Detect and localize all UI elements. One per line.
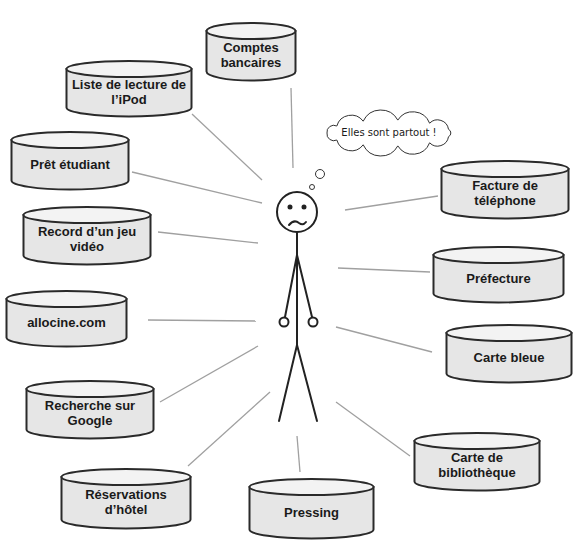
thought-bubble: [316, 170, 325, 179]
thought-bubble: [310, 185, 315, 190]
cylinder-top: [415, 433, 540, 449]
leg: [279, 345, 297, 421]
leader-line: [336, 402, 410, 456]
leader-line: [188, 392, 270, 466]
hand: [280, 318, 289, 327]
database-cylinder: Facture de téléphone: [440, 160, 570, 220]
node-label: Comptes bancaires: [211, 40, 291, 70]
thought-cloud: Elles sont partout !: [318, 112, 460, 154]
text-holder: Recherche sur Google: [31, 392, 149, 434]
cloud-outline: [327, 110, 451, 156]
text-holder: Liste de lecture de l’iPod: [71, 72, 187, 112]
text-holder: Carte bleue: [451, 336, 567, 378]
node-label: Réservations d’hôtel: [66, 487, 186, 517]
node-label: Liste de lecture de l’iPod: [71, 77, 187, 107]
node-label: Préfecture: [466, 271, 530, 286]
database-cylinder: allocine.com: [5, 290, 128, 348]
cylinder-top: [24, 207, 151, 223]
leader-line: [148, 320, 256, 321]
cylinder-top: [12, 132, 129, 148]
hand: [309, 318, 318, 327]
eye: [303, 206, 306, 209]
node-label: Pressing: [284, 505, 339, 520]
cylinder-top: [7, 291, 127, 307]
text-holder: Prêt étudiant: [16, 143, 124, 185]
node-label: Elles sont partout !: [341, 127, 436, 139]
text-holder: Préfecture: [438, 258, 559, 298]
eye: [289, 206, 292, 209]
database-cylinder: Prêt étudiant: [10, 131, 130, 191]
database-cylinder: Recherche sur Google: [25, 380, 155, 440]
text-holder: Elles sont partout !: [330, 116, 448, 150]
cylinder-top: [434, 247, 564, 263]
node-label: Recherche sur Google: [31, 398, 149, 428]
leader-line: [297, 436, 300, 472]
text-holder: Carte de bibliothèque: [419, 444, 535, 486]
database-cylinder: Carte bleue: [445, 324, 573, 384]
leg: [297, 345, 317, 421]
cylinder-top: [447, 325, 572, 341]
body: [296, 232, 298, 345]
text-holder: Réservations d’hôtel: [66, 480, 186, 524]
leader-line: [132, 172, 262, 203]
mouth: [289, 221, 306, 225]
thought-bubbles: [310, 170, 325, 190]
database-cylinder: Record d’un jeu vidéo: [22, 206, 152, 266]
cylinder-top: [62, 469, 191, 485]
arm: [297, 255, 312, 317]
leader-line: [158, 232, 258, 243]
node-label: Prêt étudiant: [30, 157, 109, 172]
leader-line: [291, 88, 293, 168]
text-holder: Facture de téléphone: [446, 172, 564, 214]
database-cylinder: Comptes bancaires: [205, 22, 297, 82]
node-label: Carte bleue: [474, 350, 545, 365]
cylinder-top: [27, 381, 154, 397]
stick-figure: [277, 192, 318, 421]
cylinder-top: [250, 479, 374, 495]
leader-line: [192, 114, 262, 180]
node-label: Facture de téléphone: [446, 178, 564, 208]
text-holder: allocine.com: [11, 302, 122, 342]
text-holder: Pressing: [254, 490, 369, 534]
database-cylinder: Pressing: [248, 478, 375, 540]
node-label: allocine.com: [27, 315, 106, 330]
leader-line: [336, 327, 432, 352]
text-holder: Record d’un jeu vidéo: [28, 218, 146, 260]
database-cylinder: Liste de lecture de l’iPod: [65, 60, 193, 118]
cylinder-top: [207, 23, 296, 39]
head: [277, 192, 317, 232]
node-label: Record d’un jeu vidéo: [28, 224, 146, 254]
database-cylinder: Préfecture: [432, 246, 565, 304]
cylinder-top: [442, 161, 569, 177]
database-cylinder: Réservations d’hôtel: [60, 468, 192, 530]
leader-line: [160, 346, 258, 402]
cylinder-top: [67, 61, 192, 77]
database-cylinder: Carte de bibliothèque: [413, 432, 541, 492]
text-holder: Comptes bancaires: [211, 34, 291, 76]
node-label: Carte de bibliothèque: [419, 450, 535, 480]
arm: [285, 255, 297, 317]
leader-line: [338, 268, 430, 272]
leader-line: [345, 196, 438, 210]
